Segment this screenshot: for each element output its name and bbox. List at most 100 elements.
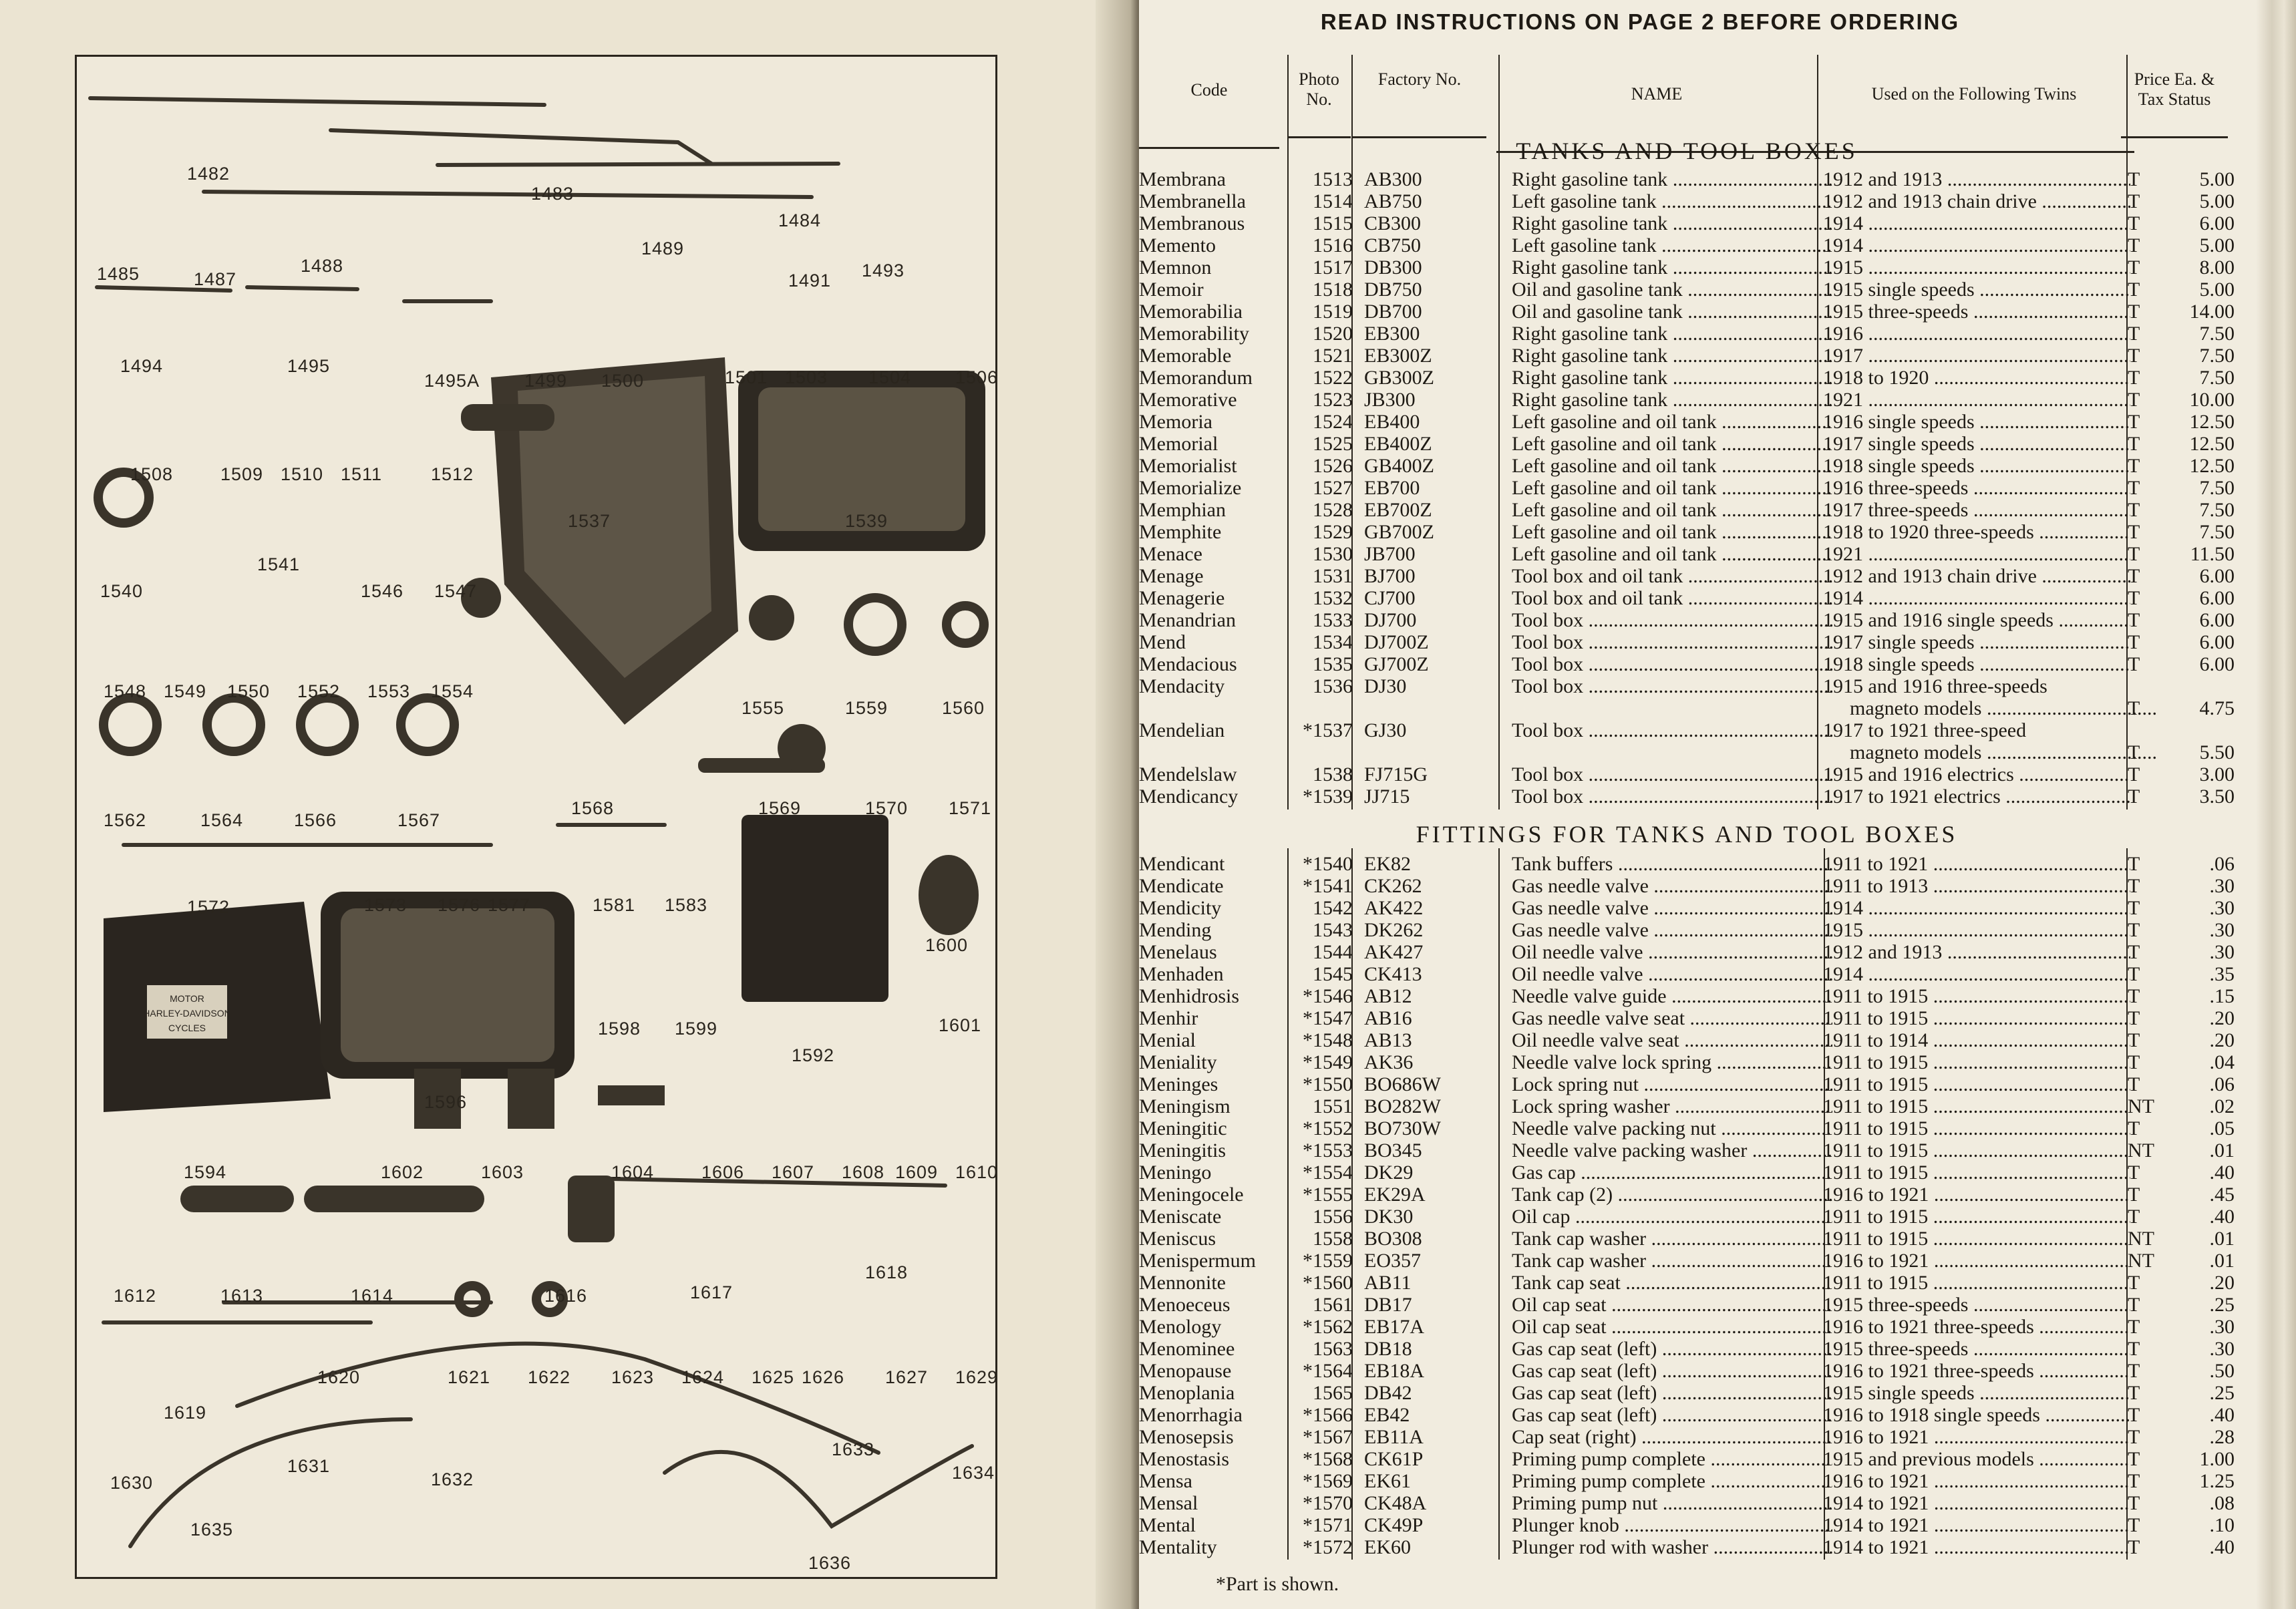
part-number-label: 1622: [528, 1367, 571, 1387]
photo-number: *1540: [1303, 853, 1353, 875]
factory-number: DB300: [1364, 256, 1422, 279]
ring-1564: [202, 693, 265, 756]
used-on: 1916 to 1921: [1823, 1426, 2130, 1448]
price: 5.00: [2199, 234, 2235, 256]
part-code: Menoplania: [1139, 1382, 1235, 1404]
tax-status: T: [2128, 941, 2140, 963]
part-number-label: 1568: [571, 798, 615, 818]
price: .28: [2209, 1426, 2235, 1448]
factory-number: BO345: [1364, 1139, 1422, 1161]
part-name: Priming pump complete: [1512, 1448, 1832, 1470]
photo-number: 1527: [1313, 477, 1353, 499]
part-name: Oil and gasoline tank: [1512, 301, 1832, 323]
price: 6.00: [2199, 631, 2235, 653]
used-on: 1918 to 1920 three-speeds: [1823, 521, 2130, 543]
ring-1560: [942, 601, 989, 648]
photo-number: 1543: [1313, 919, 1353, 941]
price: 14.00: [2189, 301, 2235, 323]
photo-number: *1553: [1303, 1139, 1353, 1161]
part-number-label: 1548: [104, 681, 147, 701]
part-code: Mensa: [1139, 1470, 1192, 1492]
photo-number: *1567: [1303, 1426, 1353, 1448]
ring-1559: [844, 593, 907, 656]
part-code: Menhir: [1139, 1007, 1198, 1029]
factory-number: EK29A: [1364, 1184, 1426, 1206]
part-code: Mendelslaw: [1139, 763, 1237, 785]
harley-logo: [147, 985, 227, 1039]
used-on: 1912 and 1913: [1823, 941, 2130, 963]
photo-number: 1565: [1313, 1382, 1353, 1404]
part-number-label: 1547: [434, 581, 478, 601]
part-number-label: 1598: [598, 1019, 641, 1039]
parts-illustration: MOTOR HARLEY-DAVIDSON CYCLES: [88, 96, 989, 1548]
factory-number: CJ700: [1364, 587, 1416, 609]
part-number-label: 1634: [952, 1463, 995, 1483]
photo-number: 1542: [1313, 897, 1353, 919]
part-number-label: 1483: [531, 184, 575, 204]
price: 7.50: [2199, 521, 2235, 543]
part-number-label: 1504: [868, 367, 912, 387]
factory-number: DB700: [1364, 301, 1422, 323]
used-on: 1914 to 1921: [1823, 1514, 2130, 1536]
factory-number: EB42: [1364, 1404, 1410, 1426]
tax-status: T: [2128, 1492, 2140, 1514]
tax-status: T: [2128, 367, 2140, 389]
factory-number: AK36: [1364, 1051, 1414, 1073]
price: 5.50: [2199, 741, 2235, 763]
part-number-label: 1630: [110, 1473, 154, 1493]
part-code: Meniscate: [1139, 1206, 1222, 1228]
tax-status: T: [2128, 1294, 2140, 1316]
photo-number: 1515: [1313, 212, 1353, 234]
factory-number: EB17A: [1364, 1316, 1424, 1338]
used-on: 1915 and 1916 three-speeds: [1823, 675, 2047, 697]
part-number-label: 1602: [381, 1162, 424, 1182]
part-number-label: 1495: [287, 356, 331, 376]
factory-number: CK49P: [1364, 1514, 1424, 1536]
part-name: Gas cap: [1512, 1161, 1832, 1184]
tax-status: T: [2128, 323, 2140, 345]
used-on: 1918 to 1920: [1823, 367, 2130, 389]
tax-status: T: [2128, 212, 2140, 234]
part-name: Gas needle valve: [1512, 897, 1832, 919]
part-code: Meningo: [1139, 1161, 1212, 1184]
used-on: 1917 to 1921 three-speed: [1823, 719, 2027, 741]
price: 6.00: [2199, 653, 2235, 675]
tax-status: T: [2128, 543, 2140, 565]
factory-number: EB400Z: [1364, 433, 1432, 455]
part-number-label: 1487: [194, 269, 237, 289]
used-on: 1916 to 1921 three-speeds: [1823, 1360, 2130, 1382]
part-name: Priming pump nut: [1512, 1492, 1832, 1514]
part-number-label: 1559: [845, 698, 888, 718]
photo-number: 1536: [1313, 675, 1353, 697]
part-code: Meniscus: [1139, 1228, 1216, 1250]
photo-number: *1559: [1303, 1250, 1353, 1272]
tax-status: T: [2128, 477, 2140, 499]
rod-part: [436, 162, 840, 167]
factory-number: CK413: [1364, 963, 1422, 985]
tax-status: NT: [2128, 1250, 2154, 1272]
price: 3.50: [2199, 785, 2235, 808]
photo-number: 1563: [1313, 1338, 1353, 1360]
part-number-label: 1592: [792, 1045, 835, 1065]
part-code: Menostasis: [1139, 1448, 1229, 1470]
tax-status: T: [2128, 1206, 2140, 1228]
factory-number: GB300Z: [1364, 367, 1434, 389]
used-on: 1917 three-speeds: [1823, 499, 2130, 521]
tax-status: T: [2128, 785, 2140, 808]
tax-status: T: [2128, 697, 2140, 719]
part-number-label: 1560: [942, 698, 985, 718]
price: 6.00: [2199, 587, 2235, 609]
part-1616: [568, 1176, 615, 1242]
factory-number: DB750: [1364, 279, 1422, 301]
photo-number: *1552: [1303, 1117, 1353, 1139]
used-on: 1916 three-speeds: [1823, 477, 2130, 499]
